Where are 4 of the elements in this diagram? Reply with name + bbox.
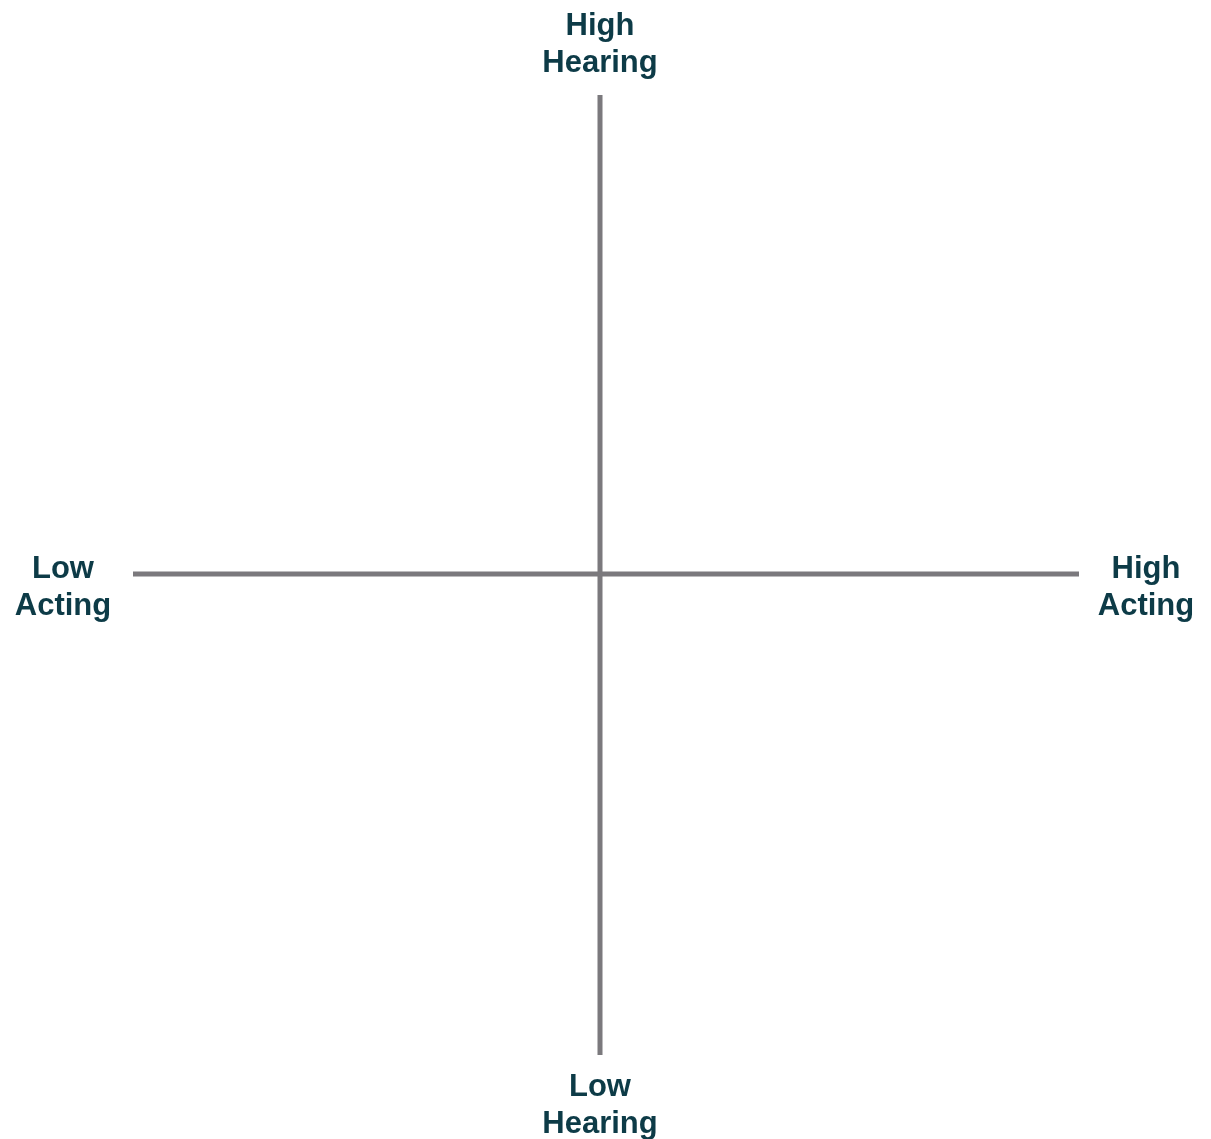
- axis-label: High Hearing: [541, 6, 659, 80]
- axis-label: Low Acting: [13, 549, 113, 623]
- axis-label: High Acting: [1096, 549, 1196, 623]
- axis-label: Low Hearing: [541, 1067, 659, 1139]
